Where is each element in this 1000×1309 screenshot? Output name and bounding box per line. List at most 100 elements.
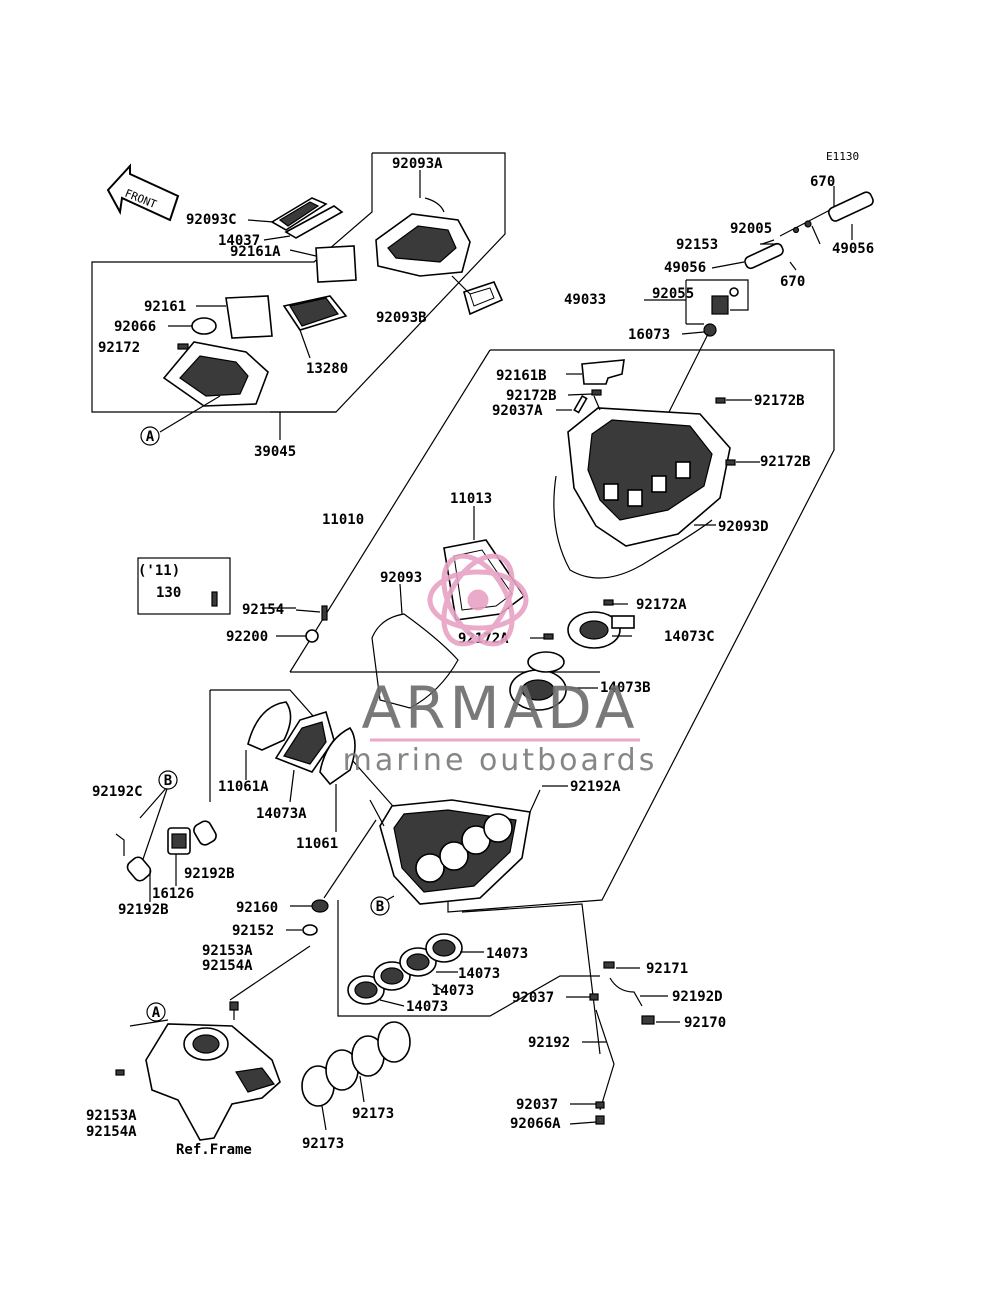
- bolt-92154: [321, 605, 328, 621]
- label-92154a-top: 92154A: [202, 958, 253, 974]
- label-92154a-bottom: 92154A: [86, 1124, 137, 1140]
- bolt-92153a-left: [115, 1069, 125, 1076]
- bolt-92037a: [573, 394, 588, 414]
- label-14073-a: 14073: [486, 946, 528, 962]
- washer-92200: [305, 629, 319, 643]
- label-92154: 92154: [242, 602, 284, 618]
- bolt-92172b-left: [591, 389, 602, 396]
- label-11061a: 11061A: [218, 779, 269, 795]
- label-92037-lower: 92037: [516, 1097, 558, 1113]
- label-92037a: 92037A: [492, 403, 543, 419]
- label-92172b-left: 92172B: [506, 388, 557, 404]
- label-92066: 92066: [114, 319, 156, 335]
- label-92093a: 92093A: [392, 156, 443, 172]
- upper-airbox-group-frame: [91, 152, 506, 440]
- air-box-lid: [567, 395, 731, 547]
- label-14073-d: 14073: [406, 999, 448, 1015]
- year-note-box: ('11): [137, 557, 231, 615]
- part-14073a: [274, 710, 335, 773]
- label-92160: 92160: [236, 900, 278, 916]
- callout-a-frame: A: [146, 1002, 166, 1022]
- bolt-92153a-top: [229, 1001, 239, 1011]
- label-92173-right: 92173: [352, 1106, 394, 1122]
- label-92037-upper: 92037: [512, 990, 554, 1006]
- part-92093-gasket: [371, 613, 459, 709]
- label-92192a: 92192A: [570, 779, 621, 795]
- label-92152: 92152: [232, 923, 274, 939]
- label-92093d: 92093D: [718, 519, 769, 535]
- part-92161: [225, 295, 273, 339]
- washer-92152: [302, 924, 318, 936]
- diagram-code: E1130: [826, 150, 859, 163]
- label-92170: 92170: [684, 1015, 726, 1031]
- part-11061: [319, 726, 356, 786]
- part-92161a: [315, 245, 357, 283]
- part-11061a: [247, 701, 292, 751]
- part-92192b-right: [193, 820, 217, 846]
- label-92093c: 92093C: [186, 212, 237, 228]
- part-92093c: [270, 197, 328, 231]
- label-92173-left: 92173: [302, 1136, 344, 1152]
- upper-duct-cover: [375, 213, 471, 277]
- part-92192c: [115, 833, 125, 856]
- label-92055: 92055: [652, 286, 694, 302]
- part-92093d-seal: [553, 475, 713, 579]
- label-11010: 11010: [322, 512, 364, 528]
- part-92161b: [581, 359, 625, 385]
- part-92172-bolt: [177, 343, 189, 350]
- front-arrow-icon: FRONT: [106, 163, 180, 222]
- watermark: ARMADA marine outboards: [343, 553, 658, 778]
- label-39045: 39045: [254, 444, 296, 460]
- label-92171: 92171: [646, 961, 688, 977]
- clip-92170: [641, 1015, 655, 1025]
- label-130: 130: [156, 585, 181, 601]
- part-92066-cap: [191, 317, 217, 335]
- grommet-92160: [311, 899, 329, 913]
- frame-section: [145, 1023, 281, 1141]
- part-number-labels: 92093A 92093C 14037 92161A 92161 92066 9…: [86, 156, 874, 1158]
- label-92153a-top: 92153A: [202, 943, 253, 959]
- watermark-logo-icon: [427, 553, 529, 647]
- hose-92192d: [609, 977, 643, 1007]
- label-92161: 92161: [144, 299, 186, 315]
- label-92200: 92200: [226, 629, 268, 645]
- label-92153: 92153: [676, 237, 718, 253]
- label-11013: 11013: [450, 491, 492, 507]
- label-49033: 49033: [564, 292, 606, 308]
- part-92093b: [463, 281, 504, 316]
- label-49056-right: 49056: [832, 241, 874, 257]
- label-92005: 92005: [730, 221, 772, 237]
- label-13280: 13280: [306, 361, 348, 377]
- label-14073-b: 14073: [458, 966, 500, 982]
- label-14037: 14037: [218, 233, 260, 249]
- bolt-92172a-mid: [543, 633, 554, 640]
- label-92172b-right: 92172B: [760, 454, 811, 470]
- label-92153a-bottom: 92153A: [86, 1108, 137, 1124]
- fuel-rail-assembly: [744, 191, 874, 270]
- main-airbox-frame: [289, 333, 835, 913]
- label-16073: 16073: [628, 327, 670, 343]
- callout-b-box: B: [370, 896, 390, 916]
- watermark-title: ARMADA: [361, 674, 638, 742]
- label-11061: 11061: [296, 836, 338, 852]
- clip-92171: [603, 961, 615, 969]
- year-note-label: ('11): [138, 563, 180, 579]
- label-14073a: 14073A: [256, 806, 307, 822]
- part-14037: [284, 205, 344, 239]
- label-92161a: 92161A: [230, 244, 281, 260]
- svg-text:A: A: [146, 429, 155, 445]
- label-49056-left: 49056: [664, 260, 706, 276]
- label-92172a-top: 92172A: [636, 597, 687, 613]
- label-92172: 92172: [98, 340, 140, 356]
- label-14073-c: 14073: [432, 983, 474, 999]
- label-14073b: 14073B: [600, 680, 651, 696]
- svg-text:B: B: [164, 773, 172, 789]
- watermark-subtitle: marine outboards: [343, 743, 658, 778]
- part-14073c-boot: [567, 611, 635, 649]
- part-92192b-left: [126, 856, 152, 882]
- part-16126: [167, 827, 191, 855]
- svg-text:B: B: [376, 899, 384, 915]
- label-ref-frame: Ref.Frame: [176, 1142, 252, 1158]
- label-14073c: 14073C: [664, 629, 715, 645]
